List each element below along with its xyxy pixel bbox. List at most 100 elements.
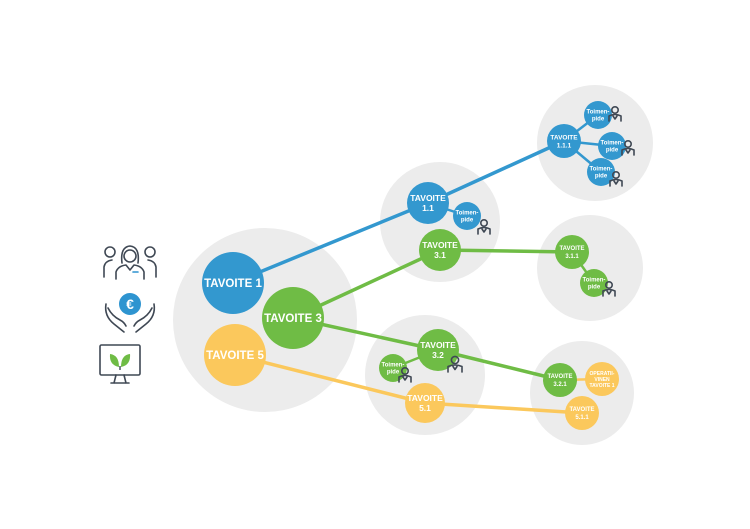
node-label: TAVOITE 3.1.1 — [559, 246, 584, 260]
person-icons — [398, 105, 635, 383]
node-label-line: pide — [595, 174, 608, 180]
toimenpide-label: Toimen-pide — [590, 167, 613, 180]
toimenpide-circle — [598, 132, 626, 160]
person-icon — [477, 218, 491, 235]
person-icon-head — [604, 280, 614, 290]
node-label-line: TAVOITE — [422, 240, 458, 250]
person-icon — [621, 139, 635, 156]
monitor-leaf-icon — [99, 344, 141, 384]
node-circle — [417, 329, 459, 371]
node-label-line: 3.2 — [432, 350, 444, 360]
node-circle — [565, 396, 599, 430]
node-label-line: 1.1 — [422, 203, 434, 213]
node-label-line: 5.1 — [419, 403, 431, 413]
node-circle — [407, 182, 449, 224]
person-icon-head — [611, 170, 621, 180]
node-label-line: pide — [461, 218, 474, 224]
node-label-line: TAVOITE 1 — [589, 383, 614, 389]
toimenpide-1-1-1-top: Toimen-pide — [584, 101, 612, 129]
node-label-line: pide — [592, 117, 605, 123]
person-icon — [608, 105, 622, 122]
person-icon-head — [450, 355, 460, 365]
leaf-left — [109, 354, 119, 367]
node-circle — [585, 362, 619, 396]
monitor-stand — [110, 374, 130, 384]
link-1-to-1-1 — [231, 201, 430, 285]
node-label-line: pide — [588, 285, 601, 291]
connector-lines — [231, 139, 584, 415]
toimenpide-label: Toimen-pide — [601, 141, 624, 154]
person-icon — [398, 366, 412, 383]
node-label-line: Toimen- — [583, 278, 606, 284]
person-icon-body — [608, 113, 622, 122]
person-icon-body — [602, 288, 616, 297]
person-icon-body — [398, 374, 412, 383]
link-5-1-to-5-1-1 — [423, 401, 584, 415]
toimenpide-3-1-1: Toimen-pide — [580, 269, 608, 297]
link-3-1-to-3-1-1 — [438, 248, 574, 254]
link-1-1-to-1-1-1 — [426, 139, 566, 205]
person-icon — [602, 280, 616, 297]
node-label-line: pide — [387, 370, 400, 376]
leaf-right — [121, 354, 131, 367]
team-person-right-body — [147, 259, 157, 278]
person-icon — [609, 170, 623, 187]
toimenpide-label: Toimen-pide — [456, 211, 479, 224]
node-circle — [419, 229, 461, 271]
euro-badge — [119, 293, 141, 315]
node-label-line: Toimen- — [587, 110, 610, 116]
node-label-line: TAVOITE — [550, 134, 578, 141]
person-icon — [447, 355, 463, 373]
toimenpide-1-1: Toimen-pide — [453, 202, 481, 230]
node-tavoite-3-1-1: TAVOITE 3.1.1 — [555, 235, 589, 269]
link-5-to-5-1 — [233, 353, 427, 405]
toimenpide-circle — [587, 158, 615, 186]
toimenpide-circle — [584, 101, 612, 129]
toimenpide-3-2: Toimen-pide — [379, 354, 407, 382]
person-icon-head — [400, 366, 410, 376]
node-circle — [204, 324, 266, 386]
person-icon-head — [479, 218, 489, 228]
node-label: TAVOITE 3 — [264, 313, 322, 325]
euro-symbol: € — [126, 296, 134, 312]
node-circle — [405, 383, 445, 423]
toimenpide-circle — [580, 269, 608, 297]
toimenpide-circle — [453, 202, 481, 230]
node-label-line: TAVOITE — [559, 246, 584, 252]
node-label: TAVOITE 1 — [204, 278, 262, 290]
node-label-line: 1.1.1 — [557, 142, 572, 149]
hands-euro-icon: € — [104, 293, 156, 333]
person-icon-body — [609, 178, 623, 187]
team-person-center-head — [123, 249, 137, 263]
right-hand-icon — [133, 303, 156, 333]
monitor-screen — [99, 344, 141, 376]
team-person-left-body — [103, 259, 113, 278]
left-hand-icon — [104, 303, 127, 333]
node-tavoite-1: TAVOITE 1 — [202, 252, 264, 314]
node-label-line: pide — [606, 148, 619, 154]
node-label-line: 3.1.1 — [565, 254, 579, 260]
node-label-line: TAVOITE — [420, 340, 456, 350]
node-circle — [547, 124, 581, 158]
node-label-line: TAVOITE — [407, 393, 443, 403]
node-circle — [555, 235, 589, 269]
node-label-line: 3.2.1 — [553, 382, 567, 388]
toimenpide-label: Toimen-pide — [587, 110, 610, 123]
toimenpide-1-1-1-mid: Toimen-pide — [598, 132, 626, 160]
person-icon-body — [621, 147, 635, 156]
node-circle — [262, 287, 324, 349]
